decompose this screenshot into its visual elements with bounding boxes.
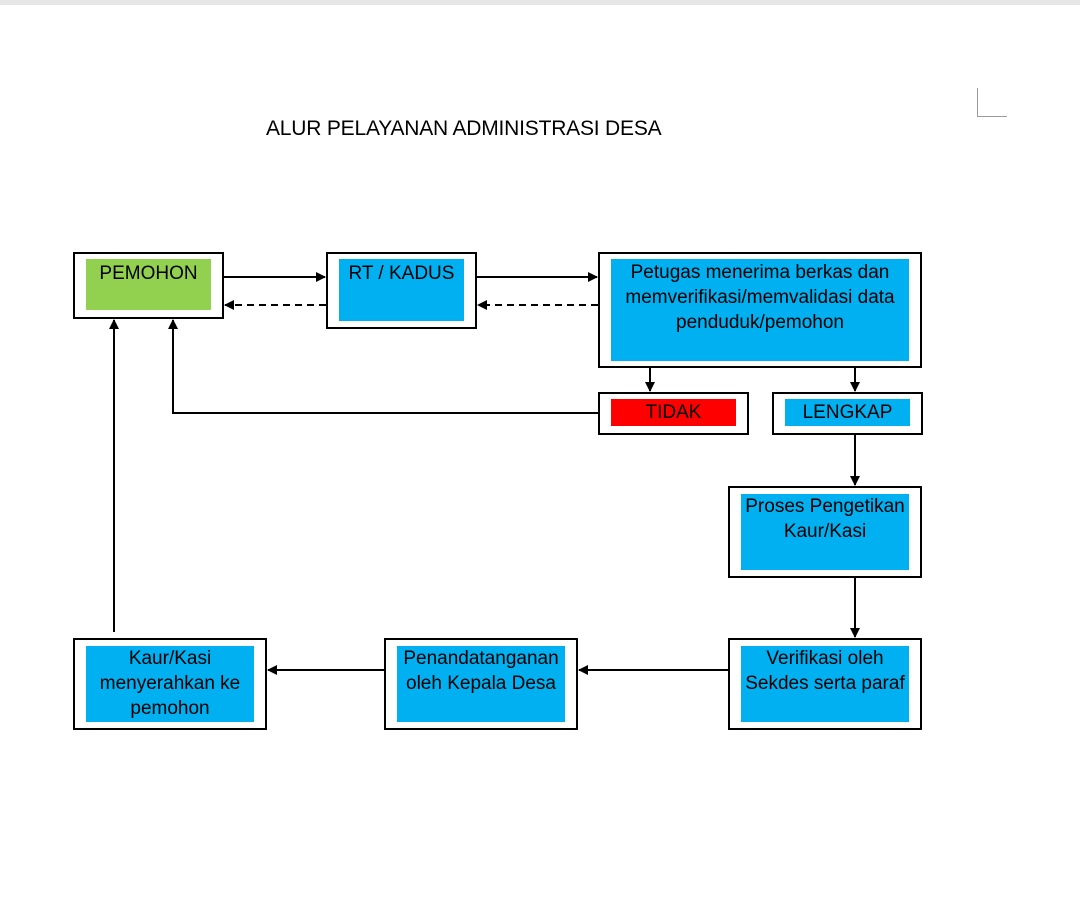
- node-lengkap-fill: LENGKAP: [785, 399, 910, 426]
- node-rt-kadus-label: RT / KADUS: [348, 263, 455, 284]
- node-kaur-kasi-label: Kaur/Kasi menyerahkan ke pemohon: [99, 648, 241, 719]
- node-proses-fill: Proses Pengetikan Kaur/Kasi: [741, 494, 909, 570]
- node-pemohon-label: PEMOHON: [99, 263, 198, 284]
- node-lengkap-label: LENGKAP: [802, 402, 893, 423]
- node-kaur-kasi-fill: Kaur/Kasi menyerahkan ke pemohon: [86, 646, 254, 722]
- page-corner-marker: [977, 88, 1007, 117]
- node-proses-label: Proses Pengetikan Kaur/Kasi: [745, 496, 905, 542]
- node-petugas-fill: Petugas menerima berkas dan memverifikas…: [611, 259, 909, 361]
- node-penandatangan-fill: Penandatanganan oleh Kepala Desa: [397, 646, 565, 722]
- node-petugas-label: Petugas menerima berkas dan memverifikas…: [625, 262, 895, 333]
- arrow-tidak-to-pemohon: [168, 319, 598, 414]
- node-penandatangan-label: Penandatanganan oleh Kepala Desa: [403, 648, 559, 694]
- node-rt-kadus-fill: RT / KADUS: [339, 259, 464, 321]
- top-border: [0, 0, 1080, 5]
- node-tidak-label: TIDAK: [645, 402, 702, 423]
- node-pemohon-fill: PEMOHON: [86, 259, 211, 310]
- node-tidak-fill: TIDAK: [611, 399, 736, 426]
- node-verifikasi-label: Verifikasi oleh Sekdes serta paraf: [745, 648, 905, 694]
- node-verifikasi-fill: Verifikasi oleh Sekdes serta paraf: [741, 646, 909, 722]
- diagram-title: ALUR PELAYANAN ADMINISTRASI DESA: [266, 117, 662, 140]
